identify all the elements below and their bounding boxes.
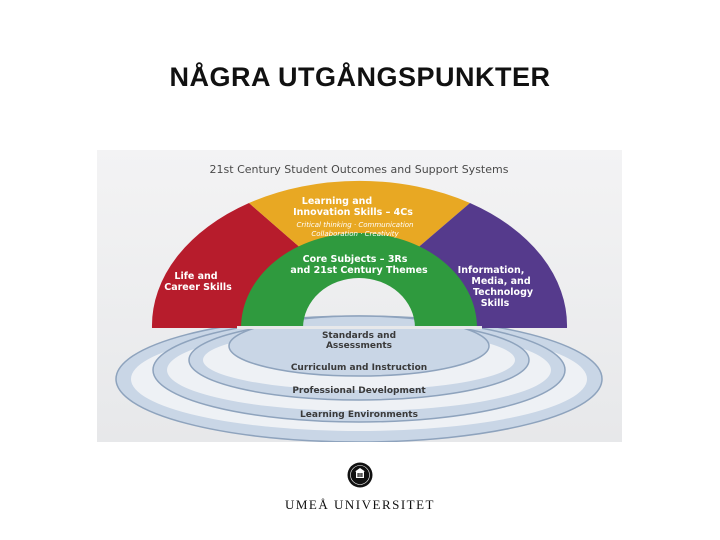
professional-label: Professional Development <box>292 386 426 396</box>
university-wordmark: UMEÅ UNIVERSITET <box>284 497 435 512</box>
standards-label-2: Assessments <box>326 341 392 351</box>
arch-life-career <box>151 203 311 328</box>
core-label-2: and 21st Century Themes <box>290 265 428 276</box>
arch-baseline <box>237 326 482 329</box>
life-label-2: Career Skills <box>164 282 232 293</box>
info-label-3: Technology <box>473 287 534 298</box>
life-label-1: Life and <box>174 271 217 282</box>
university-seal-icon <box>347 462 373 488</box>
curriculum-label: Curriculum and Instruction <box>291 363 427 373</box>
core-label-1: Core Subjects – 3Rs <box>303 254 408 265</box>
support-rings <box>115 315 603 442</box>
arch-learning-innovation <box>249 180 470 257</box>
slide-title: NÅGRA UTGÅNGSPUNKTER <box>169 62 551 92</box>
arch-info-media-tech <box>407 203 568 328</box>
learning-label-2: Innovation Skills – 4Cs <box>293 207 413 218</box>
university-logo: UMEÅ UNIVERSITET <box>0 462 720 513</box>
outcomes-diagram: 21st Century Student Outcomes and Suppor… <box>97 150 622 442</box>
info-label-1: Information, <box>458 265 525 276</box>
info-label-2: Media, and <box>471 276 530 287</box>
diagram-heading: 21st Century Student Outcomes and Suppor… <box>210 163 509 176</box>
learning-sub-1: Critical thinking · Communication <box>297 221 414 229</box>
standards-label-1: Standards and <box>322 331 396 341</box>
environments-label: Learning Environments <box>300 410 418 420</box>
outcomes-arch <box>151 180 568 329</box>
learning-label-1: Learning and <box>302 196 372 207</box>
arch-core-subjects <box>241 233 477 328</box>
info-label-4: Skills <box>481 298 510 309</box>
learning-sub-2: Collaboration · Creativity <box>311 230 399 238</box>
ring-standards-assessments <box>228 315 490 377</box>
